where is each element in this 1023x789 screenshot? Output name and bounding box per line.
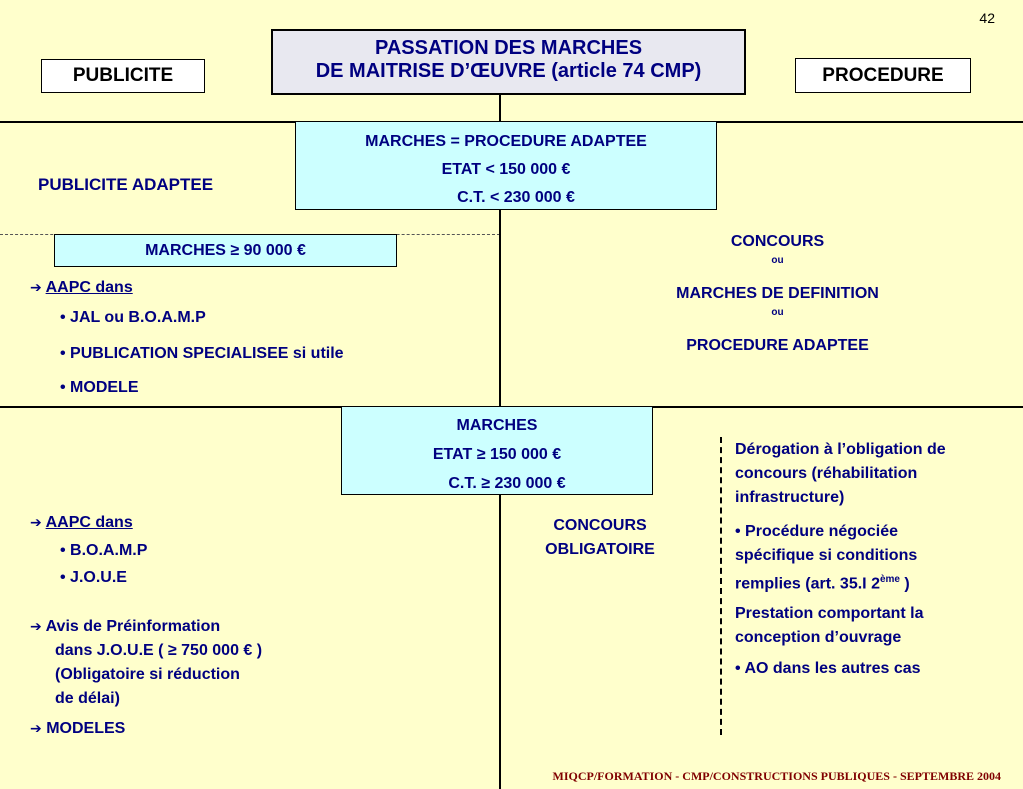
proc-line3-end: ): [899, 575, 910, 593]
title-line2: DE MAITRISE D’ŒUVRE (article 74 CMP): [315, 60, 702, 82]
proc-line2: spécifique si conditions: [735, 547, 918, 564]
right-arrow-icon: ➔: [30, 515, 42, 531]
marches-threshold-box: MARCHES ETAT ≥ 150 000 € C.T. ≥ 230 000 …: [341, 406, 653, 495]
right-arrow-icon: ➔: [30, 619, 42, 635]
bullet-publication: • PUBLICATION SPECIALISEE si utile: [60, 345, 344, 362]
procedure-adaptee-box: MARCHES = PROCEDURE ADAPTEE ETAT < 150 0…: [295, 121, 717, 210]
avis-line1: Avis de Préinformation: [45, 618, 221, 635]
proc-line3: remplies (art. 35.I 2ème ): [735, 568, 917, 596]
concours-obligatoire: CONCOURS OBLIGATOIRE: [520, 514, 680, 562]
slide-number: 42: [979, 10, 995, 26]
main-divider: [499, 209, 501, 408]
procedure-adaptee-line1: MARCHES = PROCEDURE ADAPTEE: [365, 133, 647, 150]
marches-90000-box: MARCHES ≥ 90 000 €: [54, 234, 397, 267]
aapc-section2: ➔ AAPC dans: [30, 279, 133, 297]
concours-options: CONCOURS ou MARCHES DE DEFINITION ou PRO…: [600, 233, 955, 355]
derog-line2: concours (réhabilitation: [735, 465, 918, 482]
marches-90000-label: MARCHES ≥ 90 000 €: [145, 242, 306, 259]
proc-line1: • Procédure négociée: [735, 523, 898, 540]
concours-obligatoire-line1: CONCOURS: [553, 517, 647, 534]
marches-definition-label: MARCHES DE DEFINITION: [676, 285, 879, 302]
title-box: PASSATION DES MARCHES DE MAITRISE D’ŒUVR…: [271, 29, 746, 95]
ou-label-2: ou: [771, 307, 784, 318]
proc-line3-text: remplies (art. 35.I 2: [735, 575, 880, 593]
modeles-label: MODELES: [46, 720, 126, 737]
prestation-block: Prestation comportant la conception d’ou…: [735, 602, 923, 650]
bullet-joue: • J.O.U.E: [60, 569, 127, 586]
dashed-divider: [720, 437, 722, 735]
procedure-adaptee-option: PROCEDURE ADAPTEE: [686, 337, 869, 354]
aapc-label: AAPC dans: [45, 279, 133, 296]
ou-label-1: ou: [771, 255, 784, 266]
derogation-block: Dérogation à l’obligation de concours (r…: [735, 438, 946, 510]
avis-preinformation: ➔ Avis de Préinformation dans J.O.U.E ( …: [30, 615, 262, 711]
concours-label: CONCOURS: [730, 233, 825, 250]
main-divider-lower: [499, 494, 501, 789]
bullet-boamp: • B.O.A.M.P: [60, 542, 148, 559]
avis-line4: de délai): [55, 690, 120, 707]
right-arrow-icon: ➔: [30, 721, 42, 737]
avis-line3: (Obligatoire si réduction: [55, 666, 240, 683]
marches-threshold-line2: ETAT ≥ 150 000 €: [432, 446, 562, 463]
procedure-adaptee-line2: ETAT < 150 000 €: [441, 161, 571, 178]
header-procedure: PROCEDURE: [795, 58, 971, 93]
prest-line2: conception d’ouvrage: [735, 629, 902, 646]
aapc-label-2: AAPC dans: [45, 514, 133, 531]
procedure-negociee-block: • Procédure négociée spécifique si condi…: [735, 520, 917, 596]
proc-line3-sup: ème: [879, 574, 900, 585]
right-arrow-icon: ➔: [30, 280, 42, 296]
bullet-jal: • JAL ou B.O.A.M.P: [60, 309, 206, 326]
title-connector: [499, 95, 501, 121]
procedure-adaptee-line3: C.T. < 230 000 €: [457, 189, 575, 206]
bullet-modele: • MODELE: [60, 379, 139, 396]
derog-line1: Dérogation à l’obligation de: [735, 441, 946, 458]
avis-line2: dans J.O.U.E ( ≥ 750 000 € ): [55, 642, 263, 659]
publicite-adaptee-label: PUBLICITE ADAPTEE: [38, 175, 214, 194]
concours-obligatoire-line2: OBLIGATOIRE: [545, 541, 655, 558]
aapc-section3: ➔ AAPC dans: [30, 514, 133, 532]
header-publicite-label: PUBLICITE: [72, 65, 174, 86]
marches-threshold-line3: C.T. ≥ 230 000 €: [448, 475, 566, 492]
header-procedure-label: PROCEDURE: [822, 65, 944, 86]
title-line1: PASSATION DES MARCHES: [374, 37, 643, 59]
modeles: ➔ MODELES: [30, 720, 125, 738]
ao-block: • AO dans les autres cas: [735, 660, 921, 677]
footer: MIQCP/FORMATION - CMP/CONSTRUCTIONS PUBL…: [552, 769, 1001, 783]
prest-line1: Prestation comportant la: [735, 605, 924, 622]
header-publicite: PUBLICITE: [41, 59, 205, 93]
marches-threshold-line1: MARCHES: [456, 417, 538, 434]
derog-line3: infrastructure): [735, 489, 845, 506]
